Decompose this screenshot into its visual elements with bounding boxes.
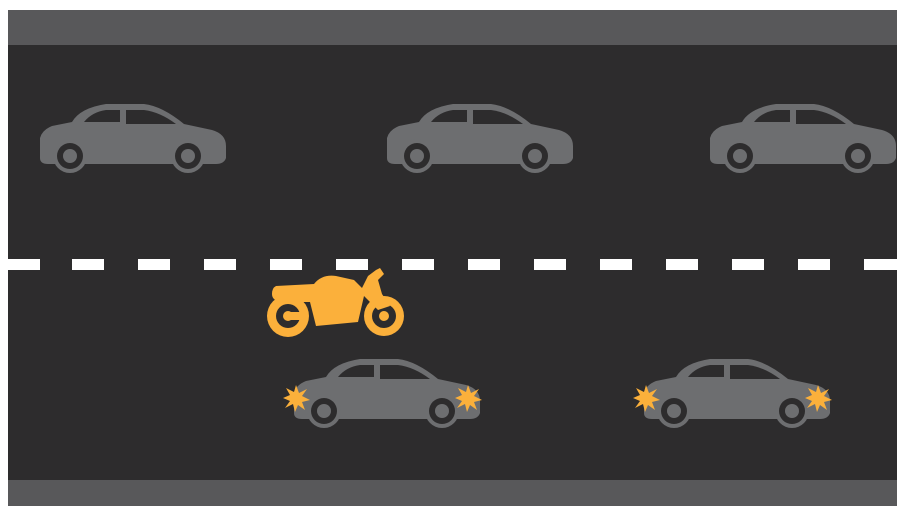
lane-dash <box>468 259 500 270</box>
lane-dash <box>138 259 170 270</box>
lane-dash <box>798 259 830 270</box>
lane-dash <box>732 259 764 270</box>
lower-shoulder <box>8 480 897 506</box>
lane-dash <box>666 259 698 270</box>
lane-dash <box>600 259 632 270</box>
lane-dash <box>8 259 40 270</box>
upper-shoulder <box>8 10 897 45</box>
lane-dash <box>402 259 434 270</box>
lane-dash <box>534 259 566 270</box>
lane-dash <box>270 259 302 270</box>
lane-dash <box>336 259 368 270</box>
lane-dash <box>72 259 104 270</box>
lane-dash <box>204 259 236 270</box>
lane-dash <box>864 259 897 270</box>
